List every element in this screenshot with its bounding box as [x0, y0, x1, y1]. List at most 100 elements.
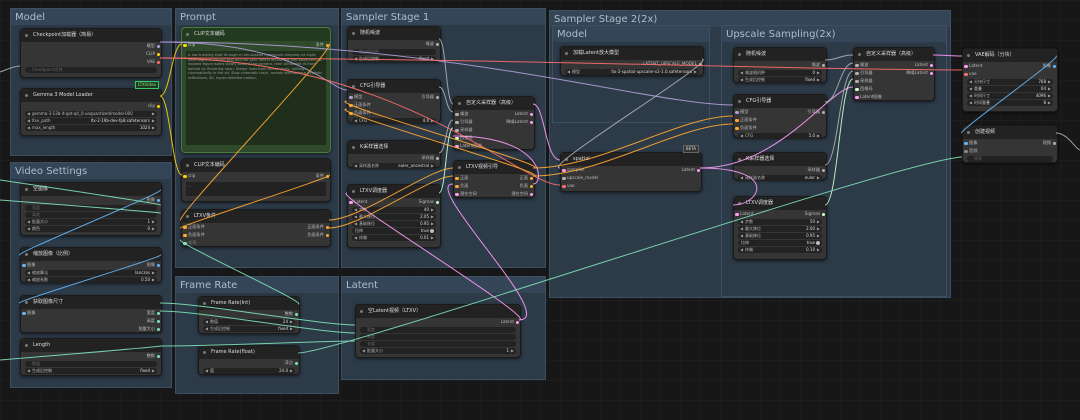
- guider-output-slot[interactable]: [821, 110, 825, 114]
- fps-widget[interactable]: 帧率: [967, 156, 1053, 162]
- images-input-slot[interactable]: [964, 141, 968, 145]
- clip-output-slot[interactable]: [156, 52, 160, 56]
- noise-output-slot[interactable]: [435, 42, 439, 46]
- latent-output-slot[interactable]: [929, 63, 933, 67]
- noise-input-slot[interactable]: [855, 63, 859, 67]
- sampler-input-slot[interactable]: [455, 128, 459, 132]
- image-input-slot[interactable]: [22, 311, 26, 315]
- latent-output-slot[interactable]: [515, 320, 519, 324]
- conditioning-output-slot[interactable]: [325, 43, 329, 47]
- gemma-model-loader-node[interactable]: Gemma 3 Model Loader LTXVideo clip ◀gemm…: [20, 81, 162, 136]
- sigmas-input-slot[interactable]: [455, 136, 459, 140]
- negative-input-slot[interactable]: [455, 184, 459, 188]
- noise-input-slot[interactable]: [455, 112, 459, 116]
- negative-input-slot[interactable]: [183, 233, 187, 237]
- clip-input-slot[interactable]: [183, 174, 187, 178]
- height-widget[interactable]: 高度: [360, 334, 516, 340]
- negative-input-slot[interactable]: [735, 126, 739, 130]
- checkpoint-loader-node[interactable]: Checkpoint加载器（简易） 模型 CLIP VAE Checkpoint…: [20, 28, 162, 78]
- upscale-model-input-slot[interactable]: [562, 176, 566, 180]
- gemma-path-widget[interactable]: ◀gemma-3-12b-it-qat-q4_0-unquantized/mod…: [25, 111, 157, 117]
- latent-image-input-slot[interactable]: [855, 95, 859, 99]
- width-widget[interactable]: 宽度: [25, 205, 157, 211]
- image-output-slot[interactable]: [156, 198, 160, 202]
- positive-input-slot[interactable]: [183, 225, 187, 229]
- guider-input-slot[interactable]: [455, 120, 459, 124]
- vae-input-slot[interactable]: [562, 184, 566, 188]
- int-output-slot[interactable]: [294, 312, 298, 316]
- latent-output-slot[interactable]: [696, 168, 700, 172]
- negative-output-slot[interactable]: [529, 184, 533, 188]
- sigmas-output-slot[interactable]: [435, 200, 439, 204]
- clip-output-slot[interactable]: [156, 104, 160, 108]
- value-widget[interactable]: 数值: [25, 361, 157, 367]
- sigmas-output-slot[interactable]: [821, 212, 825, 216]
- ltxv-conditioning-node[interactable]: LTXV条件 正面条件正面条件 负面条件负面条件 帧率: [181, 209, 331, 247]
- latent-output-slot[interactable]: [529, 112, 533, 116]
- sampler-output-slot[interactable]: [435, 156, 439, 160]
- length-widget[interactable]: 长度: [360, 341, 516, 347]
- positive-output-slot[interactable]: [325, 225, 329, 229]
- positive-output-slot[interactable]: [529, 176, 533, 180]
- latent-image-input-slot[interactable]: [455, 144, 459, 148]
- vae-input-slot[interactable]: [964, 72, 968, 76]
- negative-output-slot[interactable]: [325, 233, 329, 237]
- samples-input-slot[interactable]: [562, 168, 566, 172]
- model-output-slot[interactable]: [156, 44, 160, 48]
- positive-input-slot[interactable]: [455, 176, 459, 180]
- height-widget[interactable]: 高度: [25, 212, 157, 218]
- checkpoint-name-widget[interactable]: Checkpoint名称: [25, 67, 157, 73]
- negative-prompt-textarea[interactable]: ...: [186, 182, 326, 196]
- noise-output-slot[interactable]: [821, 63, 825, 67]
- latent-input-slot[interactable]: [964, 64, 968, 68]
- image-output-slot[interactable]: [156, 263, 160, 267]
- latent-input-slot[interactable]: [735, 212, 739, 216]
- noise-seed-widget[interactable]: 噪波随机种: [352, 49, 436, 55]
- batch-size-output-slot[interactable]: [156, 327, 160, 331]
- int-output-slot[interactable]: [156, 354, 160, 358]
- ltxv-video-guide-node[interactable]: LTXV视频引导 正面正面 负面负面 潜在空间潜在空间: [453, 160, 535, 198]
- denoised-output-slot[interactable]: [529, 120, 533, 124]
- clip-input-slot[interactable]: [183, 43, 187, 47]
